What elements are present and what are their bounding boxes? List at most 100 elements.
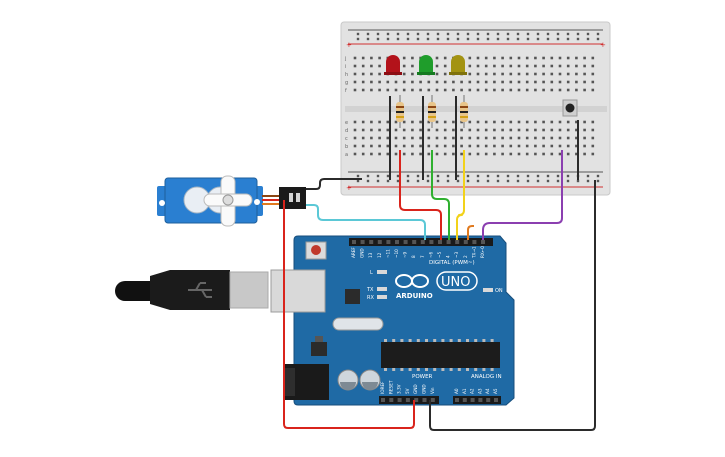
uno-badge	[436, 271, 478, 291]
black-ground-return-wire[interactable]	[429, 180, 596, 431]
row-letter: i	[345, 64, 346, 70]
power-pin-label: 3.3V	[397, 384, 402, 394]
header-pin[interactable]	[369, 240, 374, 244]
chip-pins	[384, 339, 494, 371]
analog-header	[453, 396, 501, 404]
analog-pin-label: A4	[485, 388, 490, 394]
purple-button-wire[interactable]	[482, 150, 563, 240]
header-pin[interactable]	[478, 398, 483, 402]
digital-pin-label: ~10	[394, 249, 399, 258]
row-letter: g	[345, 80, 348, 86]
red-led-wire[interactable]	[399, 150, 442, 240]
header-pin[interactable]	[455, 398, 459, 402]
header-pin[interactable]	[397, 398, 402, 402]
black-servo-ground-wire[interactable]	[306, 178, 362, 190]
power-pin-label: IOREF	[380, 381, 385, 394]
breadboard-holes	[353, 32, 600, 183]
rail-plus-label: +	[346, 41, 352, 49]
green-led[interactable]	[417, 55, 435, 75]
resistor-3[interactable]	[460, 95, 468, 128]
digital-pin-label: 4	[446, 255, 451, 258]
header-pin[interactable]	[494, 398, 498, 402]
header-pin[interactable]	[386, 240, 391, 244]
red-servo-power-wire[interactable]	[283, 200, 415, 429]
header-pin[interactable]	[472, 240, 477, 244]
header-pin[interactable]	[381, 398, 385, 402]
power-pin-label: 5V	[405, 388, 410, 394]
header-pin[interactable]	[420, 240, 425, 244]
header-pin[interactable]	[486, 398, 491, 402]
green-led-wire[interactable]	[431, 150, 450, 240]
digital-pin-label: 13	[368, 252, 373, 258]
yellow-led[interactable]	[449, 55, 467, 75]
header-pin[interactable]	[377, 240, 382, 244]
header-pin[interactable]	[360, 240, 365, 244]
header-pin[interactable]	[446, 240, 451, 244]
usb-chip	[345, 289, 360, 304]
header-pin[interactable]	[414, 398, 419, 402]
header-pin[interactable]	[429, 240, 434, 244]
header-pin[interactable]	[481, 240, 485, 244]
analog-label: ANALOG IN	[471, 374, 502, 380]
brand-label: ARDUINO	[396, 292, 433, 300]
analog-pin-label: A5	[493, 388, 498, 394]
header-pin[interactable]	[430, 398, 435, 402]
push-button[interactable]	[562, 99, 578, 117]
on-label: ON	[495, 288, 503, 294]
header-pin[interactable]	[422, 398, 427, 402]
row-letter: f	[345, 88, 347, 94]
power-pin-label: Vin	[430, 387, 435, 394]
header-pin[interactable]	[395, 240, 399, 244]
row-letter: e	[345, 120, 348, 126]
header-pin[interactable]	[412, 240, 417, 244]
row-letter: h	[345, 72, 348, 78]
header-pin[interactable]	[463, 240, 468, 244]
digital-pin-label: RX←0	[480, 246, 485, 258]
servo-motor[interactable]	[157, 175, 263, 227]
header-pin[interactable]	[403, 240, 408, 244]
digital-pin-label: 12	[377, 252, 382, 258]
breadboard-ground-jumpers	[389, 96, 579, 180]
analog-pin-label: A2	[470, 388, 475, 394]
digital-pin-label: TX→1	[471, 246, 476, 259]
yellow-led-wire[interactable]	[456, 150, 465, 240]
header-pin[interactable]	[438, 240, 442, 244]
model-label: UNO	[441, 275, 470, 290]
analog-pin-label: A3	[477, 388, 482, 394]
digital-pin-label: ~3	[454, 251, 459, 258]
tx-led	[377, 287, 387, 291]
l-label: L	[370, 270, 373, 276]
digital-pin-label: 8	[411, 255, 416, 258]
digital-pin-label: ~6	[428, 251, 433, 258]
orange-servo-signal-wire[interactable]	[467, 225, 474, 240]
usb-cable[interactable]	[115, 270, 269, 310]
row-letter: d	[345, 128, 348, 134]
header-pin[interactable]	[405, 398, 410, 402]
digital-pin-label: 7	[420, 255, 425, 258]
row-letter: c	[345, 136, 348, 142]
power-label: POWER	[412, 374, 433, 380]
atmega-chip	[381, 342, 500, 368]
header-pin[interactable]	[455, 240, 460, 244]
header-pin[interactable]	[389, 398, 394, 402]
red-led[interactable]	[384, 55, 402, 75]
digital-pin-label: ~9	[403, 251, 408, 258]
analog-pin-label: A1	[462, 388, 467, 394]
on-led	[483, 288, 493, 292]
row-letter: b	[345, 144, 348, 150]
resistor-1[interactable]	[396, 95, 404, 128]
header-pin[interactable]	[470, 398, 475, 402]
header-pin[interactable]	[352, 240, 356, 244]
regulator	[311, 342, 327, 356]
bottom-header-holes	[381, 398, 498, 402]
digital-header-label: DIGITAL (PWM~)	[429, 260, 475, 266]
resistor-2[interactable]	[428, 95, 436, 128]
servo-horn	[203, 175, 253, 227]
cyan-servo-wire[interactable]	[306, 204, 426, 240]
digital-pin-label: ~5	[437, 251, 442, 258]
digital-pin-label: ~11	[385, 249, 390, 258]
header-pin[interactable]	[462, 398, 467, 402]
